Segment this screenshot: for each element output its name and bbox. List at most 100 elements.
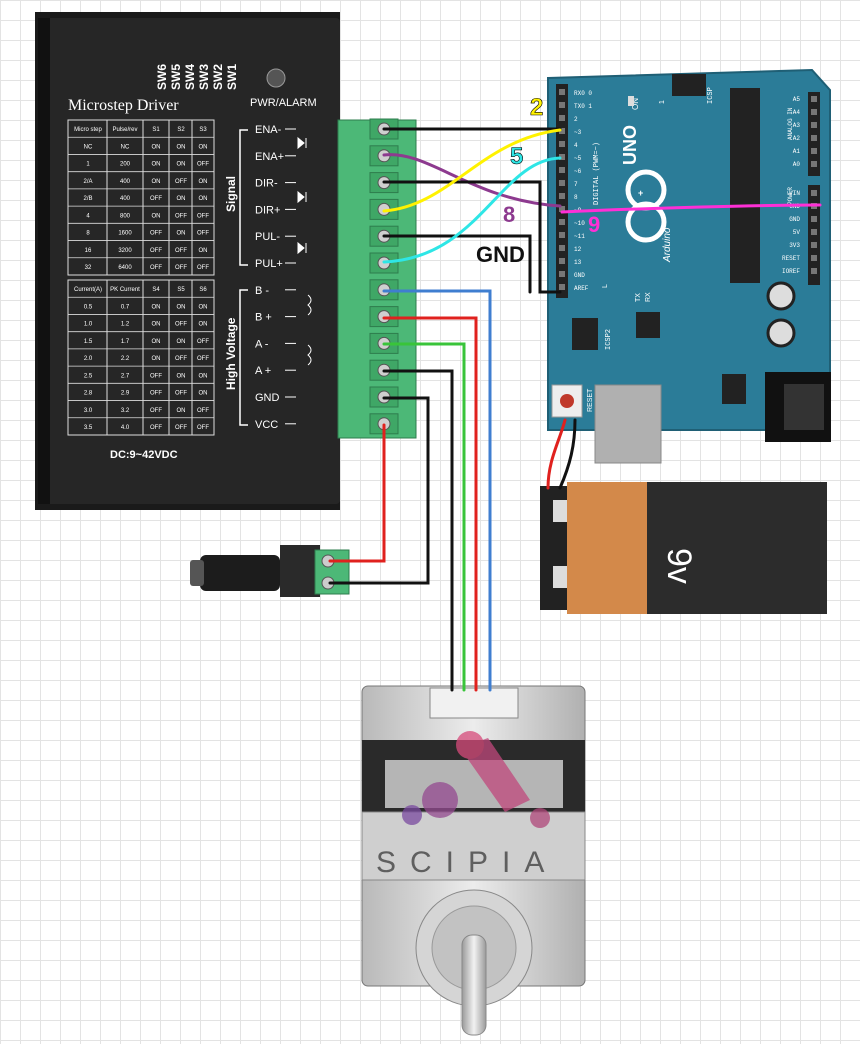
usb-port[interactable]: [594, 384, 662, 464]
switch-label: SW1: [225, 64, 239, 90]
table-cell: ON: [152, 356, 161, 362]
power-pin[interactable]: [811, 229, 817, 235]
digital-pin-label: 13: [574, 259, 582, 266]
digital-pin[interactable]: [559, 128, 565, 134]
wire-pin9-gnd: [560, 203, 822, 214]
table-cell: ON: [152, 144, 161, 150]
hv-bracket: [239, 289, 248, 426]
power-pin[interactable]: [811, 255, 817, 261]
terminal-label: GND: [255, 392, 280, 404]
table-cell: ON: [199, 179, 208, 185]
table-cell: ON: [152, 339, 161, 345]
table-cell: OFF: [150, 196, 162, 202]
microcontroller-chip: [730, 88, 760, 283]
usb-chip: [636, 312, 660, 338]
analog-pin[interactable]: [811, 122, 817, 128]
table-cell: 6400: [118, 265, 132, 271]
power-pin[interactable]: [811, 268, 817, 274]
digital-pin-label: 12: [574, 246, 582, 253]
logo-plus: +: [638, 188, 643, 198]
table-cell: 1.5: [84, 339, 93, 345]
digital-pin[interactable]: [559, 180, 565, 186]
table-cell: 1: [86, 162, 90, 168]
stepper-driver: SW6 SW5 SW4 SW3 SW2 SW1 Microstep Driver…: [35, 12, 417, 510]
barrel-housing: [280, 545, 320, 597]
table-cell: 4.0: [121, 425, 130, 431]
battery-9v: 9v: [540, 482, 827, 614]
analog-pin-label: A5: [793, 96, 801, 103]
watermark-text: SCIPIA: [376, 846, 558, 879]
table-cell: OFF: [175, 213, 187, 219]
table-cell: 1.0: [84, 322, 93, 328]
watermark-dot-1: [456, 731, 484, 759]
power-pin[interactable]: [811, 216, 817, 222]
pin-label-2: 2: [530, 94, 543, 121]
table-header-cell: S4: [152, 287, 160, 293]
table-cell: ON: [177, 231, 186, 237]
analog-pin[interactable]: [811, 109, 817, 115]
digital-pin[interactable]: [559, 89, 565, 95]
table-cell: 400: [120, 196, 131, 202]
digital-pin[interactable]: [559, 245, 565, 251]
table-cell: OFF: [175, 391, 187, 397]
table-cell: OFF: [175, 179, 187, 185]
table-cell: 200: [120, 162, 131, 168]
power-pin-label: VIN: [789, 190, 800, 197]
digital-pin[interactable]: [559, 271, 565, 277]
table-cell: ON: [177, 339, 186, 345]
power-pin[interactable]: [811, 190, 817, 196]
digital-pin-label: ~11: [574, 233, 585, 240]
table-cell: OFF: [197, 356, 209, 362]
table-cell: ON: [177, 162, 186, 168]
motor-shaft: [461, 934, 487, 1036]
table-cell: ON: [177, 196, 186, 202]
analog-pin[interactable]: [811, 148, 817, 154]
power-pin-label: GND: [789, 216, 800, 223]
terminal-label: B +: [255, 312, 272, 324]
digital-header[interactable]: [556, 84, 568, 298]
table-cell: 2.9: [121, 391, 130, 397]
table-cell: OFF: [197, 408, 209, 414]
digital-pin[interactable]: [559, 167, 565, 173]
table-cell: OFF: [197, 162, 209, 168]
table-cell: ON: [152, 162, 161, 168]
digital-pin[interactable]: [559, 219, 565, 225]
table-cell: 1.7: [121, 339, 130, 345]
rx-label: RX: [645, 292, 652, 302]
digital-pin[interactable]: [559, 193, 565, 199]
table-cell: OFF: [150, 425, 162, 431]
digital-pin[interactable]: [559, 258, 565, 264]
icsp-header[interactable]: [672, 74, 706, 96]
table-header-cell: S1: [152, 127, 160, 133]
table-cell: ON: [199, 196, 208, 202]
pin-label-9: 9: [588, 212, 600, 237]
digital-pin[interactable]: [559, 206, 565, 212]
digital-pin[interactable]: [559, 284, 565, 290]
analog-pin[interactable]: [811, 96, 817, 102]
power-pin[interactable]: [811, 242, 817, 248]
digital-pin[interactable]: [559, 141, 565, 147]
table-cell: 2.0: [84, 356, 93, 362]
analog-pin[interactable]: [811, 135, 817, 141]
digital-pin[interactable]: [559, 154, 565, 160]
table-cell: OFF: [197, 425, 209, 431]
digital-pin[interactable]: [559, 102, 565, 108]
analog-pin[interactable]: [811, 161, 817, 167]
terminal-label: ENA-: [255, 124, 282, 136]
digital-pin[interactable]: [559, 232, 565, 238]
table-cell: 16: [85, 248, 92, 254]
motor-connector: [429, 687, 519, 719]
table-header-cell: S6: [199, 287, 207, 293]
digital-pin[interactable]: [559, 115, 565, 121]
table-cell: ON: [177, 304, 186, 310]
reset-button-cap[interactable]: [560, 394, 574, 408]
on-led: [628, 96, 634, 106]
wire-ena-plus-pin8: [382, 153, 562, 208]
table-cell: OFF: [150, 231, 162, 237]
analog-pin-label: A2: [793, 135, 801, 142]
opto-dir-icon: [297, 190, 307, 204]
table-cell: OFF: [150, 265, 162, 271]
icsp2-header[interactable]: [572, 318, 598, 350]
capacitor-1: [766, 281, 796, 311]
